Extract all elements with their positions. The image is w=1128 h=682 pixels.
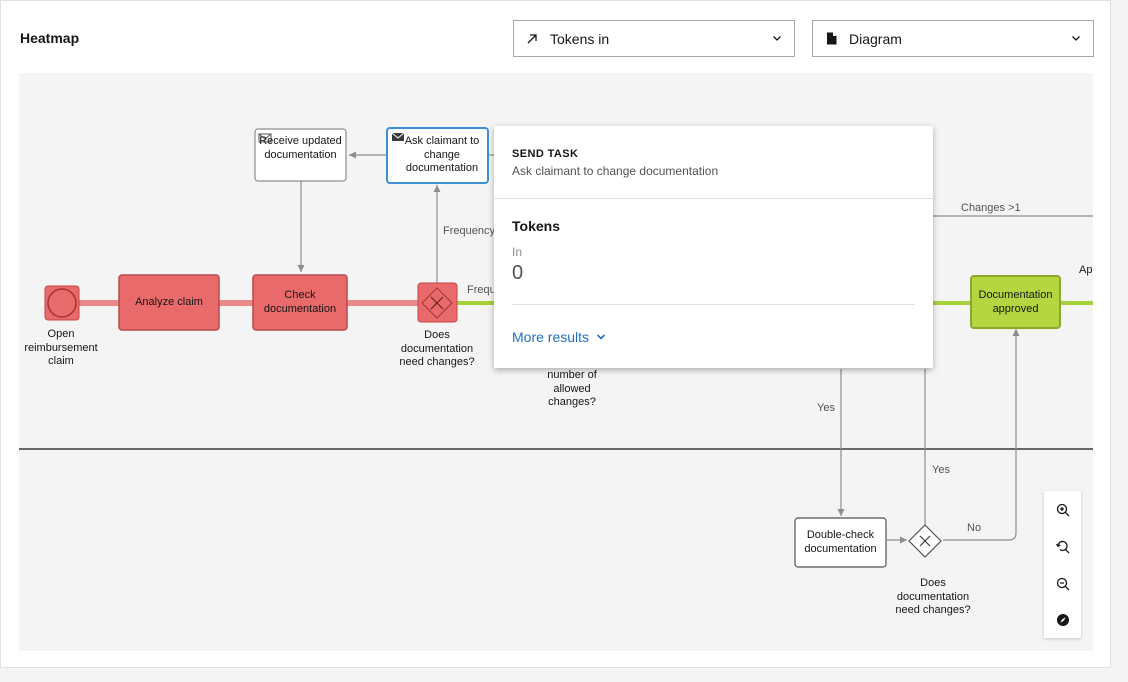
envelope-icon [258,133,272,143]
flow-label-changes: Changes >1 [961,202,1021,214]
label-check: Check documentation [263,289,337,315]
more-results-button[interactable]: More results [512,329,607,345]
flow-label-frequency: Frequency [443,225,495,237]
chevron-down-icon [596,334,606,340]
task-check-documentation [252,274,348,331]
diagram-svg [19,127,1093,568]
label-gateway1: Does documentation need changes? [399,329,475,368]
popup-divider [512,304,915,305]
page-title: Heatmap [20,30,80,46]
flow-label-yes2: Yes [932,464,950,476]
label-allowed: number of allowed changes? [547,369,597,408]
start-event [47,288,77,318]
task-receive-updated [254,128,347,182]
task-documentation-approved [970,275,1061,329]
label-start: Open reimbursement claim [24,328,98,367]
label-analyze: Analyze claim [135,296,203,308]
compass-icon [1056,613,1069,626]
chevron-down-icon [773,36,781,41]
zoom-in-icon [1056,503,1069,516]
flow-label-frequ: Frequ [467,284,496,296]
gateway1 [421,287,453,319]
flow-no-approved [943,329,1020,541]
task-analyze-claim [118,274,220,331]
view-select[interactable]: Diagram [812,20,1094,57]
zoom-out-button[interactable] [1044,565,1081,602]
zoom-controls [1044,491,1081,638]
flow-label-no: No [967,522,982,534]
popup-in-label: In [512,245,523,259]
task-ask-claimant [386,127,489,184]
task-double-check [794,517,887,568]
zoom-reset-icon [1055,540,1069,553]
zoom-out-icon [1056,577,1069,590]
chevron-down-icon [1072,36,1080,41]
fit-view-button[interactable] [1044,601,1081,638]
popup-divider [494,198,933,199]
more-results-label: More results [512,329,590,345]
popup-in-value: 0 [512,262,524,284]
zoom-in-button[interactable] [1044,491,1081,528]
flow-label-yes1: Yes [817,402,835,414]
label-gateway2: Does documentation need changes? [895,577,971,616]
label-receive: Receive updated documentation [259,135,342,161]
metric-select[interactable]: Tokens in [513,20,795,57]
popup-section-title: Tokens [512,218,560,234]
document-icon [823,32,839,45]
envelope-filled-icon [392,133,404,141]
zoom-reset-button[interactable] [1044,528,1081,565]
metric-select-value: Tokens in [550,30,610,47]
popup-task-name: Ask claimant to change documentation [512,164,719,178]
label-approved: Documentation approved [978,289,1053,315]
popup-task-type: SEND TASK [512,148,579,160]
gateway1-x [430,296,444,310]
flow-label-ap: Ap [1079,264,1093,276]
label-ask: Ask claimant to change documentation [404,135,480,174]
view-select-value: Diagram [849,30,902,47]
label-doublecheck: Double-check documentation [804,529,877,555]
arrow-up-right-icon [524,33,540,45]
task-details-popup: SEND TASK Ask claimant to change documen… [494,126,933,368]
